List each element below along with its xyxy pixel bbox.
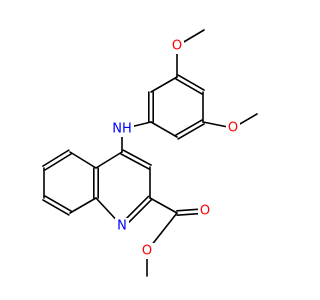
bond-a5-a6	[177, 123, 205, 140]
atom-o-top-ome: O	[170, 38, 184, 54]
atom-label-o-carbonyl: O	[200, 204, 210, 219]
molecule-diagram: O O NH N O O	[42, 29, 258, 277]
atom-o-carbonyl: O	[198, 203, 212, 219]
bond-q2-c	[149, 197, 178, 214]
atom-labels-layer: O O NH N O O	[110, 38, 240, 259]
bond-q5-q6	[44, 153, 72, 171]
atom-n-ring: N	[115, 218, 129, 234]
atom-label-o-ester: O	[142, 244, 152, 259]
bond-q8-q8a	[69, 197, 97, 214]
bond-a1-a3-2	[175, 78, 203, 95]
bond-q4-q3	[122, 149, 152, 166]
atom-bg	[140, 243, 154, 259]
molecule-svg: O O NH N O O	[42, 29, 258, 277]
bond-a1-a2	[150, 76, 178, 93]
atom-bg	[170, 38, 184, 54]
atom-label-o-top-ome: O	[172, 39, 182, 54]
bond-q7-q8	[44, 195, 72, 212]
atom-bg	[198, 203, 212, 219]
atom-label-o-right-ome: O	[228, 121, 238, 136]
bond-a1-a3	[177, 74, 205, 91]
bond-q4a-q4	[95, 151, 123, 169]
bond-a4-a6	[150, 121, 178, 138]
atom-o-right-ome: O	[226, 120, 240, 136]
atom-o-ester: O	[140, 243, 154, 259]
bond-q4-q3-2	[120, 153, 150, 170]
bond-q4a-q5	[69, 151, 97, 169]
atom-nh-amine: NH	[110, 121, 134, 137]
bond-q5-q6-2	[42, 149, 70, 167]
bond-q7-q8-2	[42, 199, 70, 216]
atom-bg	[226, 120, 240, 136]
atom-bg	[110, 121, 134, 137]
bonds-layer	[42, 29, 258, 277]
atom-label-nh-amine: NH	[112, 122, 132, 137]
atom-bg	[115, 218, 129, 234]
atom-label-n-ring: N	[117, 219, 127, 234]
bond-a5-a6-2	[175, 119, 203, 136]
